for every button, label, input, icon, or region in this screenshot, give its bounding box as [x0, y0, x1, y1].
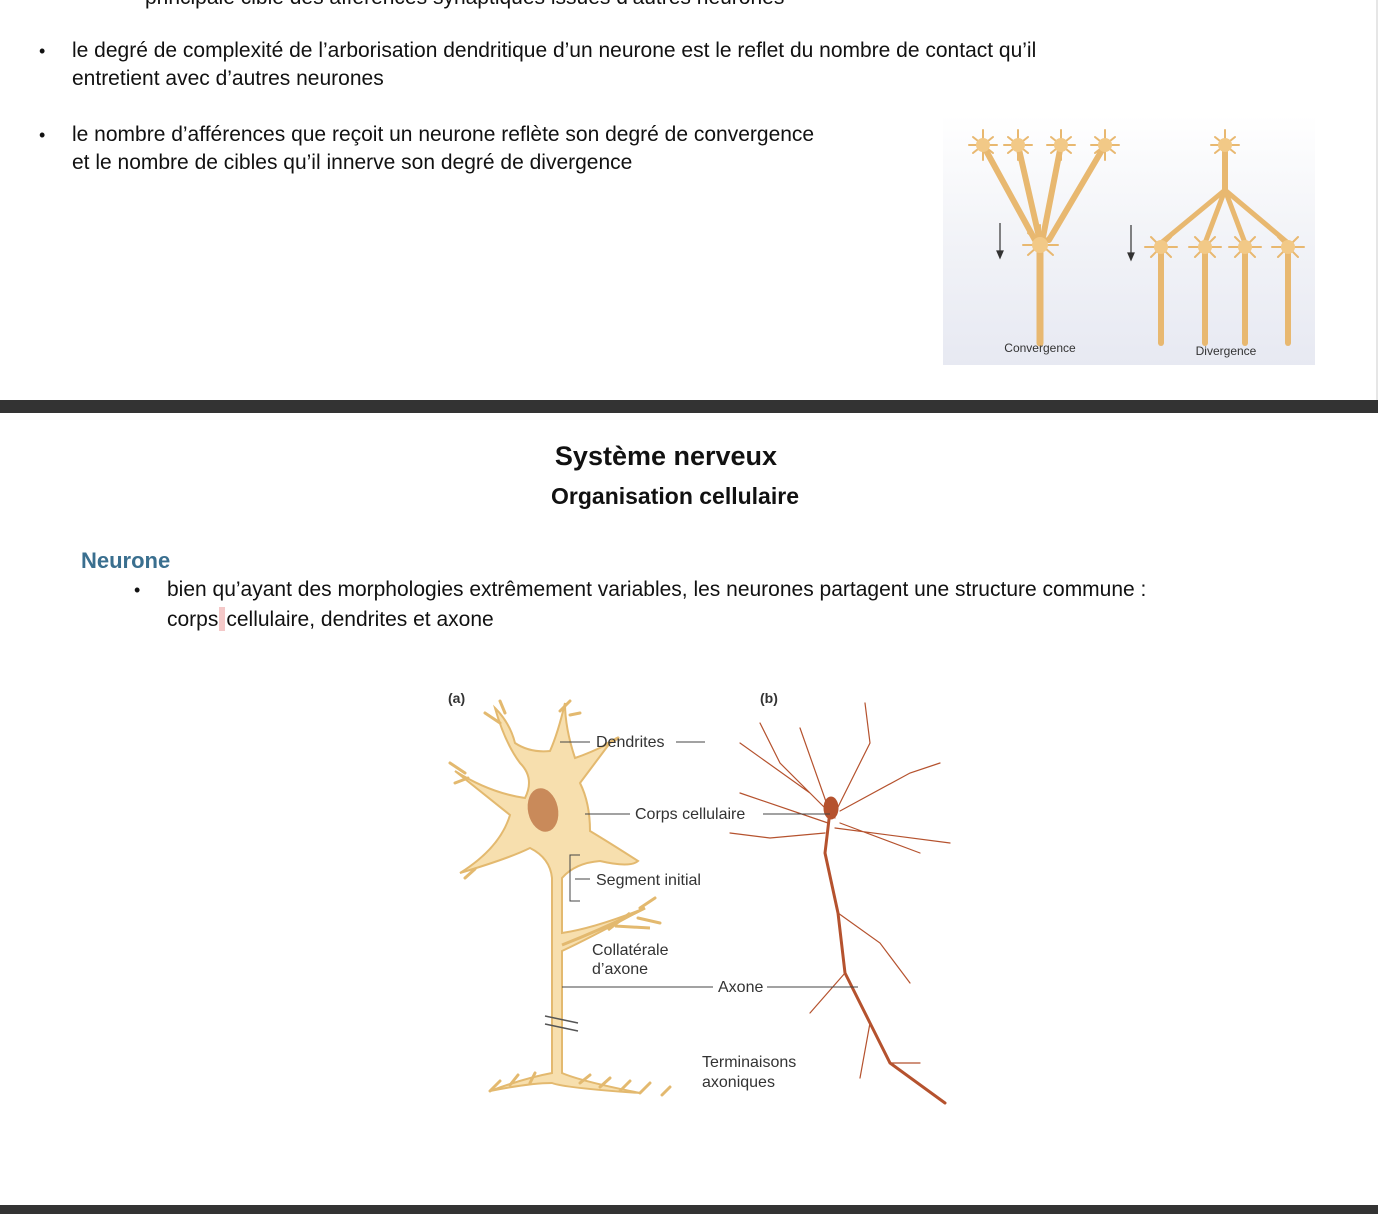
label-collaterale: Collatérale	[592, 942, 669, 959]
bullet-text-line: et le nombre de cibles qu’il innerve son…	[72, 151, 633, 174]
page-edge	[1376, 0, 1378, 400]
convergence-divergence-figure: Convergence Divergence	[943, 115, 1315, 365]
label-segment-initial: Segment initial	[596, 872, 701, 889]
slide-separator	[0, 400, 1378, 413]
bullet-text-line: le nombre d’afférences que reçoit un neu…	[72, 123, 815, 146]
label-axone: Axone	[718, 979, 763, 996]
bullet-text-line: le degré de complexité de l’arborisation…	[72, 39, 1037, 62]
divergence-label: Divergence	[1196, 344, 1257, 358]
bullet-convergence: • le nombre d’afférences que reçoit un n…	[39, 121, 932, 177]
bullet-complexity: • le degré de complexité de l’arborisati…	[39, 37, 1192, 93]
label-dendrites: Dendrites	[596, 734, 664, 751]
slide-bottom: Système nerveux Organisation cellulaire …	[0, 413, 1378, 1205]
slide-title: Système nerveux	[554, 441, 778, 471]
bullet-dot: •	[134, 580, 141, 600]
bullet-word: cellulaire, dendrites et axone	[226, 608, 494, 631]
label-terminaisons: Terminaisons	[702, 1054, 796, 1071]
bullet-text-line: bien qu’ayant des morphologies extrêmeme…	[167, 578, 1147, 601]
label-corps-cellulaire: Corps cellulaire	[635, 806, 745, 823]
neuron-anatomy-figure: (a) (b) Dendrites Corps cellulaire Segme…	[448, 690, 951, 1105]
slide-separator	[0, 1205, 1378, 1214]
neuron-a: (a)	[448, 690, 672, 1097]
convergence-label: Convergence	[1004, 341, 1076, 355]
bullet-neuron-structure: • bien qu’ayant des morphologies extrême…	[134, 575, 1287, 635]
label-collaterale-axone: d’axone	[592, 961, 648, 978]
slide-top: principale cible des afférences synaptiq…	[0, 0, 1378, 400]
neuron-b: (b)	[729, 690, 951, 1105]
section-heading: Neurone	[81, 548, 171, 573]
bullet-text-line: corps cellulaire, dendrites et axone	[167, 605, 1287, 635]
label-terminaisons-axoniques: axoniques	[702, 1074, 775, 1091]
slide-subtitle: Organisation cellulaire	[551, 483, 799, 509]
bullet-dot: •	[39, 41, 46, 61]
bullet-word: corps	[167, 608, 219, 631]
text-cursor-highlight	[219, 607, 226, 631]
cut-off-text: principale cible des afférences synaptiq…	[145, 0, 784, 10]
bullet-text-line: entretient avec d’autres neurones	[72, 67, 384, 90]
panel-b-label: (b)	[760, 690, 778, 706]
bullet-dot: •	[39, 125, 46, 145]
panel-a-label: (a)	[448, 690, 465, 706]
